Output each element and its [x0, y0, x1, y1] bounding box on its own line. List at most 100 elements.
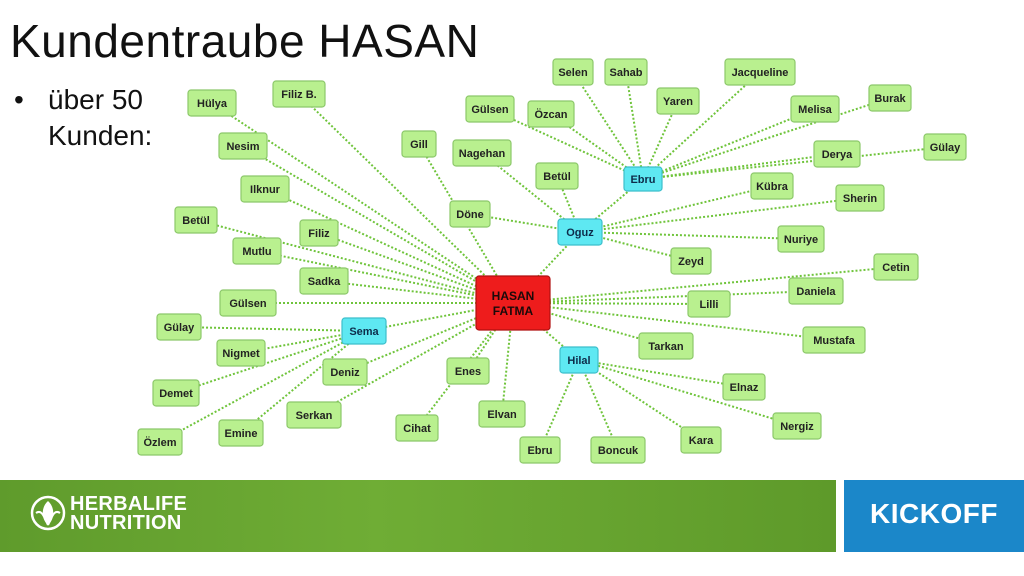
- leaf-label: Mutlu: [242, 246, 271, 258]
- leaf-label: Deniz: [330, 367, 360, 379]
- leaf-label: Sherin: [843, 193, 878, 205]
- leaf-label: Lilli: [700, 299, 719, 311]
- leaf-node-deniz: Deniz: [322, 358, 368, 386]
- herbalife-leaf-icon: [30, 495, 66, 536]
- leaf-box: [604, 58, 648, 86]
- leaf-box: [923, 133, 967, 161]
- leaf-node-betuel_mid: Betül: [535, 162, 579, 190]
- leaf-label: Cihat: [403, 423, 431, 435]
- edge-center-nesim: [242, 145, 514, 304]
- bullet-symbol: •: [14, 84, 24, 115]
- leaf-label: Nagehan: [459, 148, 506, 160]
- leaf-node-melisa: Melisa: [790, 95, 840, 123]
- leaf-node-filiz: Filiz: [299, 219, 339, 247]
- leaf-node-kuebra: Kübra: [750, 172, 794, 200]
- leaf-node-demet: Demet: [152, 379, 200, 407]
- edge-ebru_hub-melisa: [642, 108, 816, 180]
- hub-node-oguz: Oguz: [557, 218, 603, 246]
- hub-label: Ebru: [630, 174, 655, 186]
- leaf-label: Daniela: [796, 286, 836, 298]
- leaf-box: [395, 414, 439, 442]
- leaf-box: [174, 206, 218, 234]
- leaf-box: [788, 277, 844, 305]
- bullet-point: • über 50 Kunden:: [14, 82, 198, 154]
- leaf-node-mutlu: Mutlu: [232, 237, 282, 265]
- hub-box: [341, 317, 387, 345]
- leaf-label: Zeyd: [678, 256, 704, 268]
- leaf-box: [446, 357, 490, 385]
- leaf-node-kara: Kara: [680, 426, 722, 454]
- edge-hilal-ebru_leaf: [539, 359, 580, 451]
- leaf-box: [656, 87, 700, 115]
- leaf-label: Burak: [874, 93, 906, 105]
- leaf-label: Tarkan: [648, 341, 684, 353]
- leaf-node-elvan: Elvan: [478, 400, 526, 428]
- leaf-box: [670, 247, 712, 275]
- leaf-box: [772, 412, 822, 440]
- leaf-box: [187, 89, 237, 117]
- leaf-label: Emine: [224, 428, 257, 440]
- leaf-box: [299, 219, 339, 247]
- leaf-label: Boncuk: [598, 445, 639, 457]
- edge-oguz-kuebra: [579, 185, 773, 233]
- leaf-box: [401, 130, 437, 158]
- leaf-box: [750, 172, 794, 200]
- bullet-text: über 50 Kunden:: [48, 84, 153, 151]
- leaf-label: Enes: [455, 366, 481, 378]
- leaf-box: [322, 358, 368, 386]
- leaf-box: [232, 237, 282, 265]
- page-title: Kundentraube HASAN: [10, 15, 480, 67]
- leaf-label: Özlem: [143, 436, 176, 449]
- hub-box: [623, 166, 663, 192]
- leaf-node-doene: Döne: [449, 200, 491, 228]
- leaf-node-selen: Selen: [552, 58, 594, 86]
- leaf-node-betuel_left: Betül: [174, 206, 218, 234]
- edge-hilal-boncuk: [578, 359, 619, 451]
- leaf-box: [638, 332, 694, 360]
- leaf-label: Betül: [543, 171, 571, 183]
- leaf-box: [813, 140, 861, 168]
- hub-node-sema: Sema: [341, 317, 387, 345]
- leaf-label: Gülsen: [229, 298, 267, 310]
- edge-center-betuel_left: [195, 219, 514, 304]
- leaf-node-ilknur: Ilknur: [240, 175, 290, 203]
- hub-label: Oguz: [566, 227, 594, 239]
- edge-center-cetin: [512, 266, 897, 304]
- leaf-box: [216, 339, 266, 367]
- leaf-node-boncuk: Boncuk: [590, 436, 646, 464]
- leaf-label: Mustafa: [813, 335, 855, 347]
- leaf-box: [465, 95, 515, 123]
- edge-center-elvan: [501, 302, 514, 415]
- leaf-node-guelsen_left: Gülsen: [219, 289, 277, 317]
- leaf-node-burak: Burak: [868, 84, 912, 112]
- leaf-box: [687, 290, 731, 318]
- hub-node-ebru_hub: Ebru: [623, 166, 663, 192]
- leaf-node-guelsen_top: Gülsen: [465, 95, 515, 123]
- leaf-node-lilli: Lilli: [687, 290, 731, 318]
- center-label: HASAN: [492, 289, 535, 303]
- leaf-box: [218, 132, 268, 160]
- brand-line-2: NUTRITION: [70, 512, 182, 534]
- footer-brand-bar: HERBALIFE NUTRITION: [0, 480, 836, 552]
- leaf-label: Yaren: [663, 96, 693, 108]
- leaf-label: Gülay: [930, 142, 961, 154]
- leaf-node-serkan: Serkan: [286, 401, 342, 429]
- leaf-box: [299, 267, 349, 295]
- leaf-box: [272, 80, 326, 108]
- leaf-box: [286, 401, 342, 429]
- edge-ebru_hub-guelsen_top: [489, 108, 644, 180]
- leaf-node-jacqueline: Jacqueline: [724, 58, 796, 86]
- edge-center-mutlu: [256, 250, 514, 304]
- leaf-node-nagehan: Nagehan: [452, 139, 512, 167]
- leaf-node-oezlem: Özlem: [137, 428, 183, 456]
- leaf-node-nergiz: Nergiz: [772, 412, 822, 440]
- brand-logo-text: HERBALIFE NUTRITION: [70, 494, 187, 534]
- leaf-node-sadka: Sadka: [299, 267, 349, 295]
- edge-oguz-zeyd: [579, 231, 692, 262]
- leaf-node-yaren: Yaren: [656, 87, 700, 115]
- leaf-box: [152, 379, 200, 407]
- leaf-label: Filiz: [308, 228, 330, 240]
- edge-ebru_hub-guelay_right: [642, 146, 946, 180]
- leaf-label: Gülsen: [471, 104, 509, 116]
- leaf-node-emine: Emine: [218, 419, 264, 447]
